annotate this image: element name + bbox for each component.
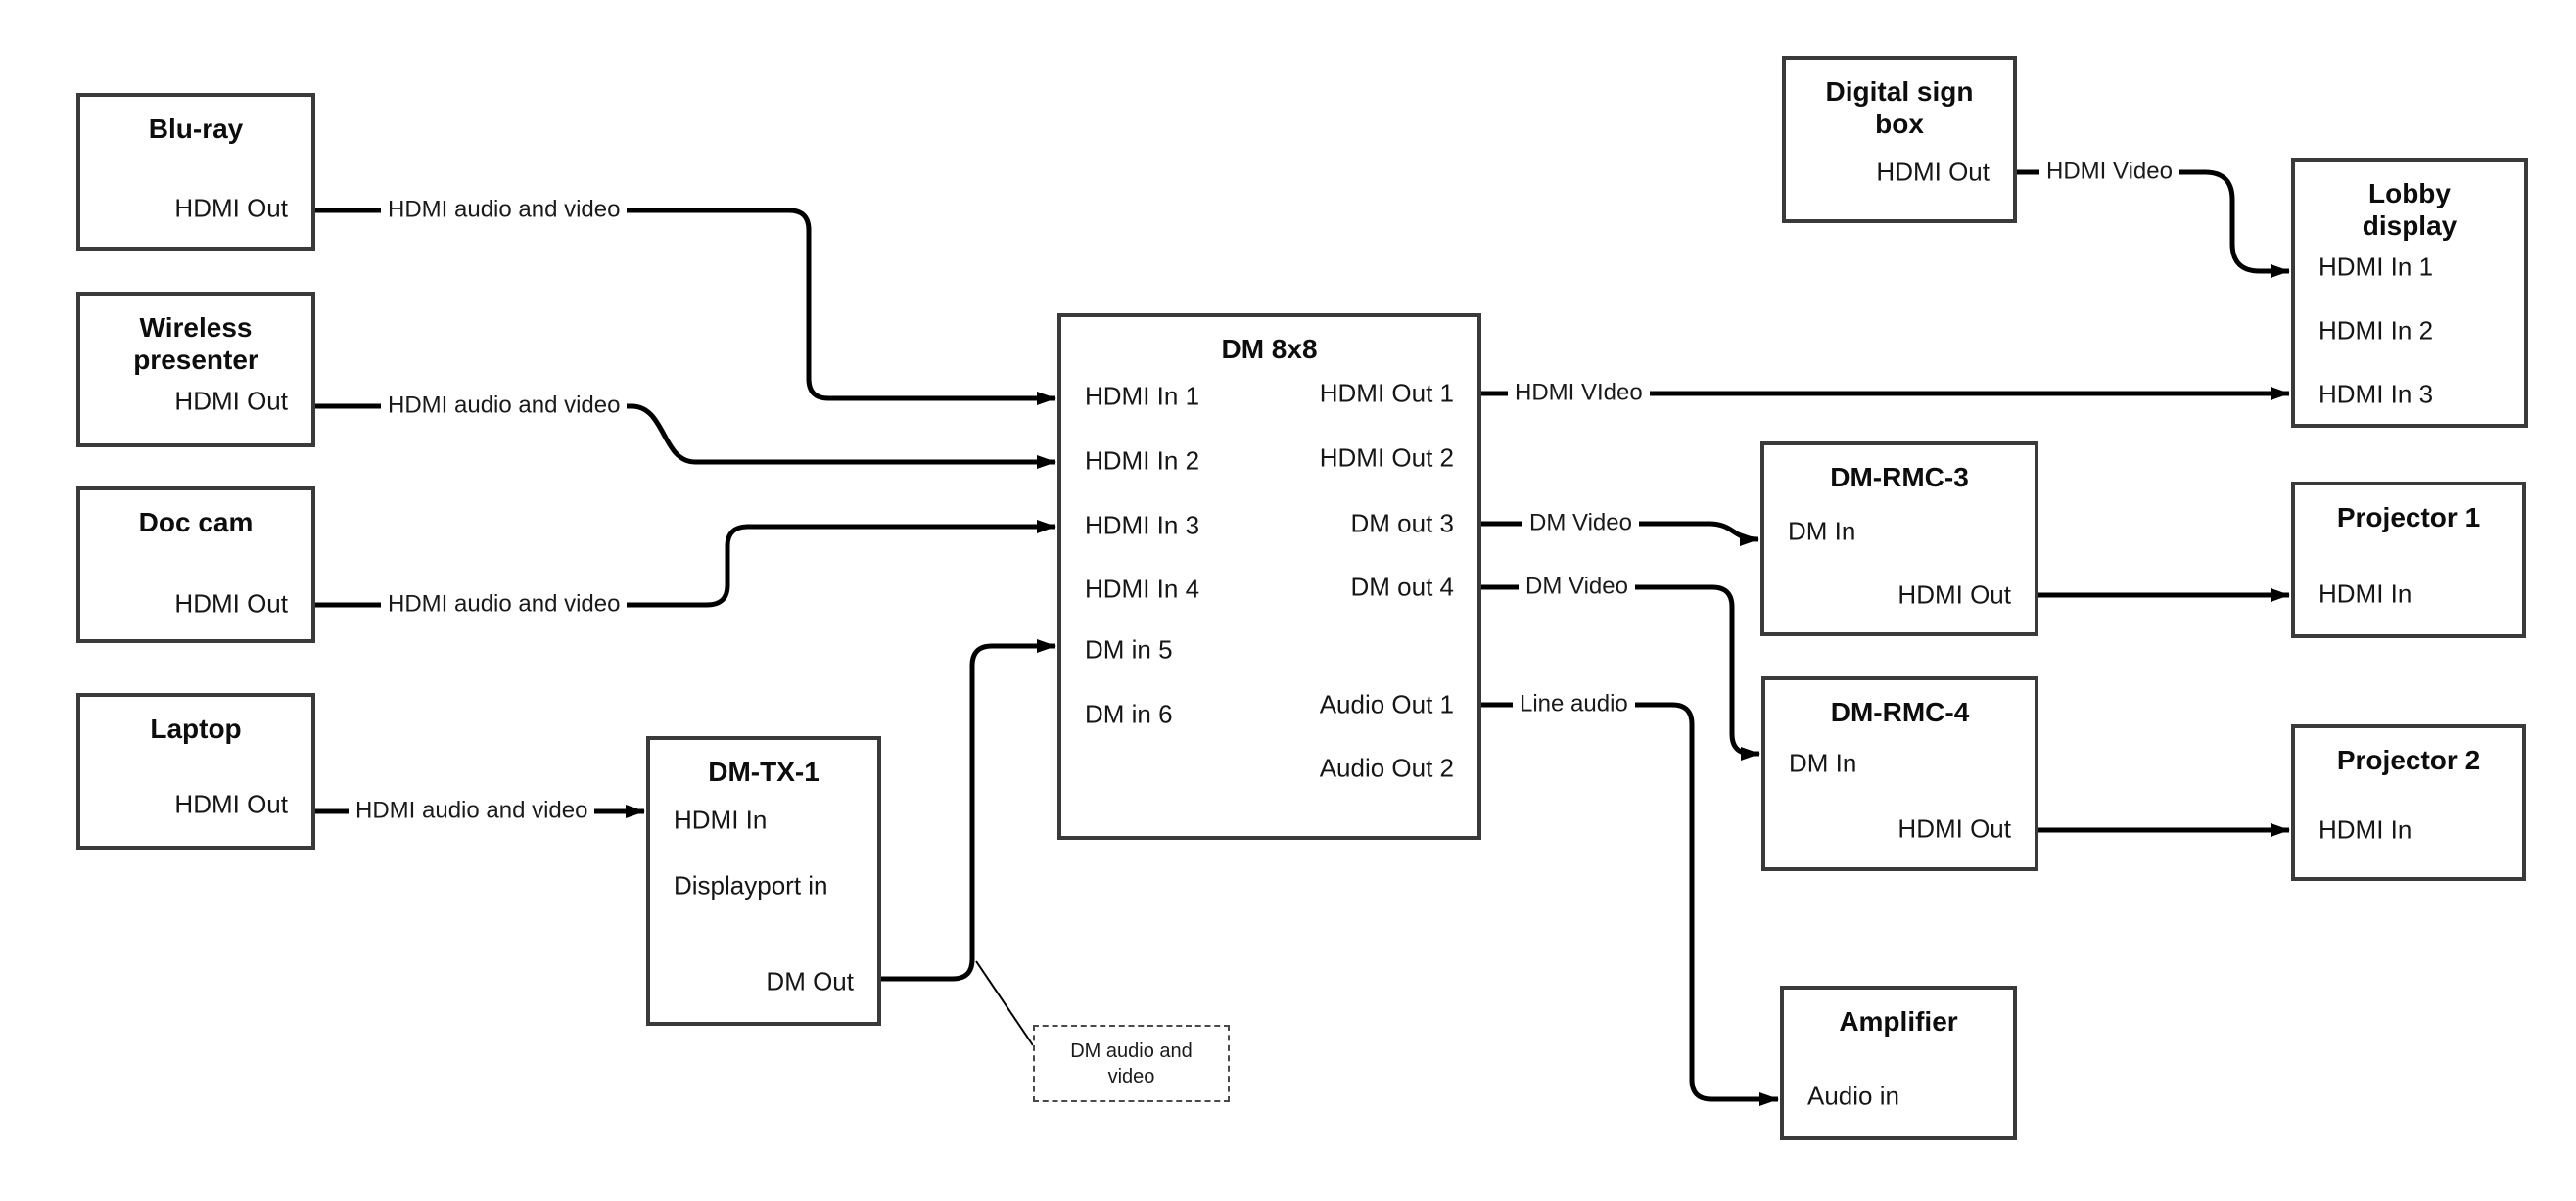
connector-dm8x8-out3-to-rmc3-dmin — [1481, 521, 1759, 546]
box-title-dm-8x8: DM 8x8 — [1061, 317, 1477, 365]
port-dm-8x8-audio-out-1: Audio Out 1 — [1319, 689, 1454, 719]
port-projector-2-hdmi-in: HDMI In — [2318, 814, 2412, 845]
port-dm-tx-1-hdmi-in: HDMI In — [674, 805, 768, 835]
box-title-line: box — [1875, 109, 1924, 139]
box-title-line: DM-TX-1 — [708, 757, 820, 787]
port-wireless-presenter-hdmi-out: HDMI Out — [174, 386, 288, 416]
port-dm-8x8-hdmi-in-4: HDMI In 4 — [1085, 574, 1200, 604]
connector-bluray-to-dm8x8-in1 — [315, 208, 1056, 405]
port-dm-8x8-hdmi-in-2: HDMI In 2 — [1085, 445, 1200, 476]
connector-doccam-to-dm8x8-in3 — [315, 520, 1056, 608]
box-title-line: DM-RMC-3 — [1830, 462, 1969, 492]
box-title-line: Wireless — [139, 312, 253, 343]
port-dm-8x8-dm-out-3: DM out 3 — [1350, 508, 1455, 538]
box-title-amplifier: Amplifier — [1784, 990, 2013, 1038]
box-title-line: DM 8x8 — [1221, 334, 1318, 364]
port-dm-tx-1-dm-out: DM Out — [766, 966, 854, 996]
box-title-line: Amplifier — [1839, 1006, 1958, 1037]
box-title-dm-rmc-4: DM-RMC-4 — [1765, 680, 2035, 728]
port-dm-8x8-hdmi-out-2: HDMI Out 2 — [1319, 442, 1454, 473]
box-title-blu-ray: Blu-ray — [80, 97, 311, 145]
port-dm-8x8-hdmi-in-1: HDMI In 1 — [1085, 381, 1200, 411]
port-dm-rmc-4-dm-in: DM In — [1789, 748, 1857, 778]
box-title-doc-cam: Doc cam — [80, 490, 311, 538]
port-amplifier-audio-in: Audio in — [1807, 1081, 1899, 1111]
box-title-projector-2: Projector 2 — [2295, 728, 2522, 776]
box-title-line: Blu-ray — [148, 114, 244, 144]
port-dm-8x8-dm-in-5: DM in 5 — [1085, 634, 1173, 665]
port-dm-8x8-hdmi-in-3: HDMI In 3 — [1085, 510, 1200, 540]
port-lobby-display-hdmi-in-2: HDMI In 2 — [2318, 315, 2434, 346]
box-title-line: DM-RMC-4 — [1830, 697, 1970, 727]
device-box-dm-rmc-3: DM-RMC-3 DM In HDMI Out — [1760, 441, 2038, 636]
connector-wireless-to-dm8x8-in2 — [315, 403, 1056, 469]
port-dm-rmc-4-hdmi-out: HDMI Out — [1897, 813, 2011, 844]
box-title-line: Lobby — [2368, 178, 2451, 208]
port-dm-rmc-3-dm-in: DM In — [1788, 516, 1856, 546]
port-dm-8x8-audio-out-2: Audio Out 2 — [1319, 753, 1454, 783]
connector-annotation-leader — [975, 960, 1034, 1046]
connector-dm8x8-out4-to-rmc4-dmin — [1481, 584, 1760, 761]
device-box-projector-1: Projector 1 HDMI In — [2291, 482, 2526, 638]
port-dm-8x8-dm-in-6: DM in 6 — [1085, 699, 1173, 729]
box-title-line: Laptop — [150, 714, 242, 744]
box-title-dm-tx-1: DM-TX-1 — [650, 740, 877, 788]
box-title-line: presenter — [133, 345, 258, 375]
box-title-projector-1: Projector 1 — [2295, 485, 2522, 533]
port-lobby-display-hdmi-in-1: HDMI In 1 — [2318, 252, 2434, 282]
device-box-dm-rmc-4: DM-RMC-4 DM In HDMI Out — [1761, 676, 2038, 871]
port-digital-sign-box-hdmi-out: HDMI Out — [1876, 157, 1990, 187]
box-title-line: Digital sign — [1825, 76, 1974, 107]
box-title-line: Doc cam — [138, 507, 254, 537]
connector-digitalsign-to-lobby-in1 — [2017, 169, 2290, 278]
connector-dmtx1-dmout-to-dm8x8-in5 — [881, 639, 1056, 982]
port-lobby-display-hdmi-in-3: HDMI In 3 — [2318, 379, 2434, 409]
port-doc-cam-hdmi-out: HDMI Out — [174, 588, 288, 619]
box-title-line: Projector 1 — [2336, 502, 2481, 532]
port-blu-ray-hdmi-out: HDMI Out — [174, 193, 288, 223]
box-title-line: Projector 2 — [2336, 745, 2481, 775]
box-title-line: display — [2362, 210, 2458, 241]
port-dm-8x8-dm-out-4: DM out 4 — [1350, 572, 1455, 602]
port-dm-rmc-3-hdmi-out: HDMI Out — [1897, 579, 2011, 610]
device-box-projector-2: Projector 2 HDMI In — [2291, 724, 2526, 881]
port-laptop-hdmi-out: HDMI Out — [174, 789, 288, 819]
box-title-dm-rmc-3: DM-RMC-3 — [1764, 445, 2035, 493]
port-dm-8x8-hdmi-out-1: HDMI Out 1 — [1319, 378, 1454, 408]
connector-dm8x8-audio1-to-amplifier — [1481, 702, 1779, 1106]
port-dm-tx-1-displayport-in: Displayport in — [674, 870, 828, 901]
box-title-laptop: Laptop — [80, 697, 311, 745]
port-projector-1-hdmi-in: HDMI In — [2318, 578, 2412, 609]
